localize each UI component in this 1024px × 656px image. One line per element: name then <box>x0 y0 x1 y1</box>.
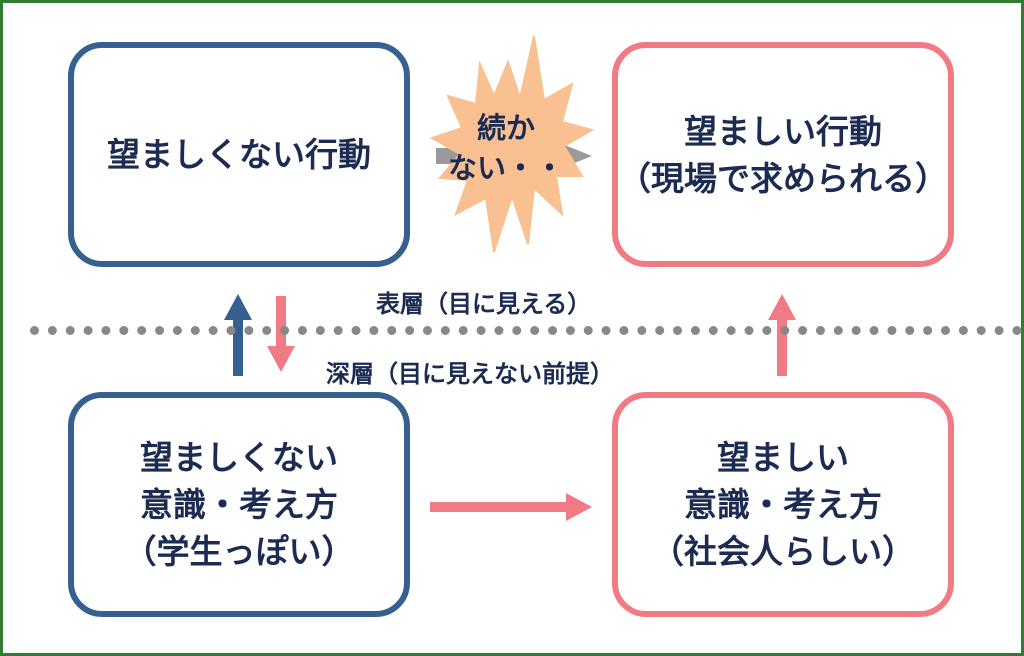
box-line: 意識・考え方 <box>684 485 882 524</box>
undesirable-behavior-box: 望ましくない行動 <box>68 42 410 267</box>
burst-line-1: 続か <box>476 111 535 145</box>
surface-layer-label: 表層（目に見える） <box>376 290 592 318</box>
blue-up-arrow <box>224 294 252 376</box>
layer-divider <box>30 326 1022 335</box>
box-line: （現場で求められる） <box>618 158 948 198</box>
box-line: 望ましい <box>717 438 849 477</box>
pink-up-arrow-right <box>768 294 796 376</box>
desirable-mindset-box: 望ましい 意識・考え方 （社会人らしい） <box>612 392 954 617</box>
pink-down-arrow <box>267 296 295 372</box>
pink-right-arrow-bottom <box>430 493 592 521</box>
burst-label: 続か ない・・ <box>436 108 576 188</box>
burst-line-2: ない・・ <box>447 151 564 185</box>
desirable-behavior-box: 望ましい行動 （現場で求められる） <box>612 42 954 267</box>
box-line: 望ましくない行動 <box>107 135 371 174</box>
undesirable-mindset-box: 望ましくない 意識・考え方 （学生っぽい） <box>68 392 410 617</box>
box-line: 意識・考え方 <box>140 485 338 524</box>
box-line: 望ましい行動 <box>684 111 882 151</box>
box-line: （学生っぽい） <box>123 532 355 571</box>
box-line: 望ましくない <box>140 438 338 477</box>
deep-layer-label: 深層（目に見えない前提） <box>326 360 614 388</box>
burst-shape <box>429 35 595 253</box>
box-line: （社会人らしい） <box>651 532 915 571</box>
